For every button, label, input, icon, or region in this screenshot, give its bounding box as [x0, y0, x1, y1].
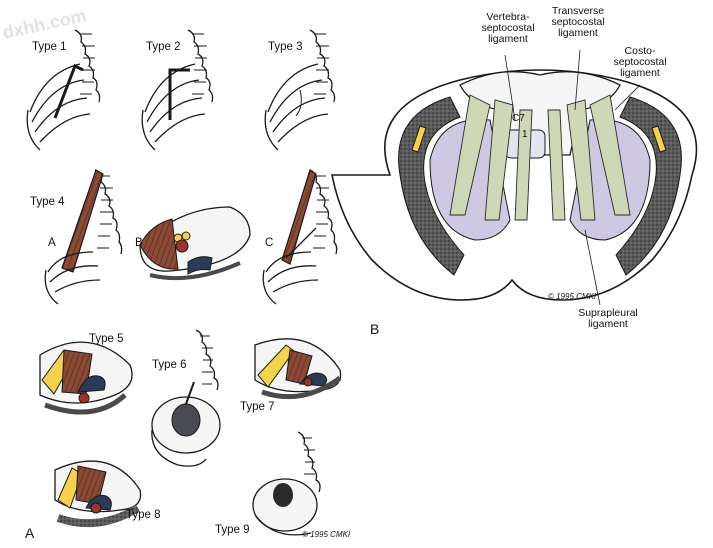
type-1-drawing — [26, 29, 101, 151]
panel-a-copyright: © 1995 CMKI — [302, 530, 351, 539]
type-2-label: Type 2 — [146, 41, 181, 53]
panel-a-letter: A — [25, 525, 35, 541]
vertebra-septocostal-ligament-label: Vertebra- septocostal ligament — [481, 11, 535, 46]
type-4b-letter: B — [135, 237, 143, 249]
type-5-label: Type 5 — [89, 333, 124, 345]
panel-b-copyright: © 1995 CMKI — [548, 292, 597, 301]
type-1-label: Type 1 — [32, 41, 67, 53]
costo-septocostal-ligament-label: Costo- septocostal ligament — [613, 45, 667, 80]
suprapleural-ligament-label: Suprapleural ligament — [578, 307, 638, 331]
rib-1-label: 1 — [522, 129, 528, 140]
type-4a-letter: A — [48, 237, 56, 249]
type-3-drawing — [264, 29, 336, 151]
type-7-drawing — [254, 338, 342, 400]
type-4c-letter: C — [265, 237, 274, 249]
type-4-label: Type 4 — [30, 196, 65, 208]
c7-label: C7 — [512, 113, 525, 124]
type-8-drawing — [54, 460, 142, 528]
type-6-label: Type 6 — [152, 359, 187, 371]
type-7-label: Type 7 — [240, 401, 275, 413]
type-6-drawing — [151, 329, 221, 467]
panel-b-letter: B — [370, 321, 380, 337]
type-4c-drawing — [262, 169, 338, 305]
type-4b-drawing — [139, 206, 251, 281]
type-9-label: Type 9 — [215, 524, 250, 536]
transverse-septocostal-ligament-label: Transverse septocostal ligament — [551, 5, 605, 40]
type-3-label: Type 3 — [268, 41, 303, 53]
type-5-drawing — [39, 341, 133, 415]
type-4a-drawing — [44, 169, 123, 305]
type-8-label: Type 8 — [126, 509, 161, 521]
thoracic-inlet-drawing — [331, 49, 698, 306]
type-9-drawing — [252, 431, 321, 536]
type-2-drawing — [141, 29, 214, 151]
